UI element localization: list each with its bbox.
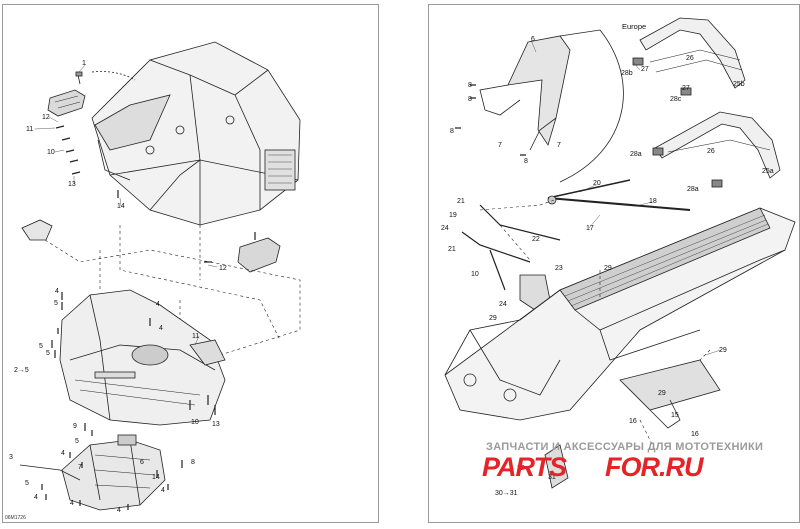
part-callout: 7	[498, 142, 502, 149]
part-callout: 9	[73, 423, 77, 430]
part-callout: 10	[47, 149, 55, 156]
chassis-frame	[91, 41, 301, 226]
part-callout: 7	[557, 142, 561, 149]
part-callout: 14	[152, 474, 160, 481]
tunnel-assembly	[444, 207, 796, 489]
part-callout: 17	[586, 225, 594, 232]
part-callout: 28a	[630, 151, 642, 158]
part-callout: 14	[117, 203, 125, 210]
part-callout: 6	[140, 459, 144, 466]
part-callout: 8	[191, 459, 195, 466]
part-callout: 5	[54, 300, 58, 307]
front-frame	[59, 289, 226, 426]
part-callout: 21	[457, 198, 465, 205]
part-callout: 26	[707, 148, 715, 155]
part-callout: 11	[192, 333, 200, 340]
part-callout: 20	[593, 180, 601, 187]
part-callout: 10	[191, 419, 199, 426]
part-callout: 25b	[733, 81, 745, 88]
part-callout: 16	[691, 431, 699, 438]
part-callout: 29	[604, 265, 612, 272]
part-callout: 4	[117, 507, 121, 514]
part-callout: 28c	[670, 96, 682, 103]
bracket-part	[47, 89, 86, 117]
part-callout: 27	[682, 85, 690, 92]
diagram-code: 06M1726	[5, 515, 26, 521]
part-callout: 25a	[762, 168, 774, 175]
part-callout: 2→5	[14, 367, 29, 374]
part-callout: 1	[82, 60, 86, 67]
part-callout: 4	[34, 494, 38, 501]
part-callout: 10	[471, 271, 479, 278]
part-callout: 19	[449, 212, 457, 219]
part-callout: 4	[55, 288, 59, 295]
part-callout: 29	[489, 315, 497, 322]
part-callout: 27	[641, 66, 649, 73]
part-callout: 12	[42, 114, 50, 121]
watermark-text: ЗАПЧАСТИ И АКСЕССУАРЫ ДЛЯ МОТОТЕХНИКИ	[486, 441, 764, 453]
part-callout: 30→31	[495, 490, 518, 497]
part-callout: 8	[450, 128, 454, 135]
part-callout: 21	[448, 246, 456, 253]
part-callout: 26	[686, 55, 694, 62]
part-callout: 7	[78, 464, 82, 471]
part-callout: 5	[46, 350, 50, 357]
part-callout: 5	[39, 343, 43, 350]
part-callout: 23	[555, 265, 563, 272]
part-callout: 15	[671, 412, 679, 419]
part-callout: 4	[159, 325, 163, 332]
part-callout: 31	[548, 474, 556, 481]
region-label: Europe	[622, 22, 647, 31]
part-callout: 29	[719, 347, 727, 354]
part-callout: 22	[532, 236, 540, 243]
part-callout: 32	[517, 465, 525, 472]
part-callout: 28a	[687, 186, 699, 193]
part-callout: 8	[468, 82, 472, 89]
part-callout: 18	[649, 198, 657, 205]
part-callout: 8	[468, 96, 472, 103]
steering-column	[455, 29, 624, 183]
part-callout: 28b	[621, 70, 633, 77]
part-callout: 12	[219, 265, 227, 272]
spindle-bracket	[19, 434, 166, 511]
part-callout: 6	[531, 36, 535, 43]
watermark-logo-right: FOR.RU	[605, 452, 703, 482]
part-callout: 3	[9, 454, 13, 461]
part-callout: 5	[75, 438, 79, 445]
part-callout: 16	[629, 418, 637, 425]
part-callout: 11	[26, 126, 34, 133]
part-callout: 13	[212, 421, 220, 428]
watermark-logo-left: PARTS	[482, 452, 567, 482]
part-callout: 4	[161, 487, 165, 494]
bracket-part	[237, 237, 281, 273]
part-callout: 4	[70, 500, 74, 507]
bumper-europe	[632, 17, 746, 96]
part-callout: 5	[25, 480, 29, 487]
part-callout: 4	[61, 450, 65, 457]
part-callout: 24	[499, 301, 507, 308]
part-callout: 29	[658, 390, 666, 397]
part-callout: 13	[68, 181, 76, 188]
part-callout: 24	[441, 225, 449, 232]
bumper-standard	[652, 111, 781, 188]
part-callout: 8	[524, 158, 528, 165]
part-callout: 4	[156, 301, 160, 308]
